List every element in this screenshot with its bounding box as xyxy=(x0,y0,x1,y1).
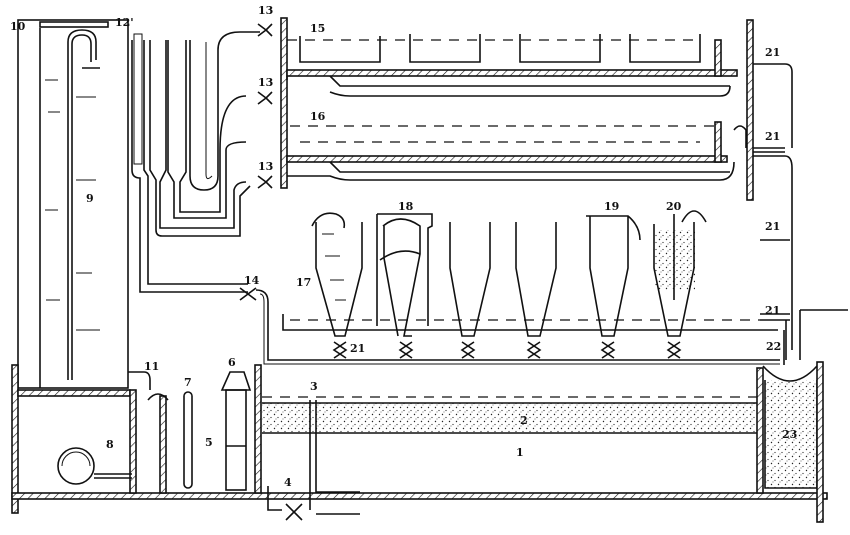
label-15: 15 xyxy=(310,22,325,35)
incubator-row: 17 18 19 20 21 xyxy=(282,200,778,359)
valves-13: 13 13 13 xyxy=(257,4,273,189)
label-10: 10 xyxy=(10,20,26,33)
label-17: 17 xyxy=(296,276,311,289)
label-19: 19 xyxy=(604,200,619,213)
label-8: 8 xyxy=(106,438,114,451)
label-21-a: 21 xyxy=(765,46,780,59)
header-tank xyxy=(17,19,129,389)
label-21-e: 21 xyxy=(350,342,365,355)
label-14: 14 xyxy=(244,274,260,287)
label-2: 2 xyxy=(520,414,528,427)
label-18: 18 xyxy=(398,200,414,213)
label-13-top: 13 xyxy=(258,4,273,17)
label-21-d: 21 xyxy=(765,304,780,317)
label-11: 11 xyxy=(144,360,159,373)
label-12: 12' xyxy=(115,16,134,29)
label-5: 5 xyxy=(205,436,213,449)
label-22: 22 xyxy=(766,340,781,353)
label-20: 20 xyxy=(666,200,682,213)
lower-basin: 8 11 7 5 6 2 1 3 4 23 xyxy=(11,356,828,523)
label-21-c: 21 xyxy=(765,220,780,233)
valve-14: 14 xyxy=(239,274,780,365)
label-9: 9 xyxy=(86,192,94,205)
label-4: 4 xyxy=(284,476,292,489)
label-3: 3 xyxy=(310,380,318,393)
label-6: 6 xyxy=(228,356,236,369)
label-13-bottom: 13 xyxy=(258,160,273,173)
trough-16: 16 xyxy=(286,110,747,181)
label-7: 7 xyxy=(184,376,192,389)
trough-15: 15 xyxy=(286,22,738,97)
label-1: 1 xyxy=(516,446,524,459)
label-21-b: 21 xyxy=(765,130,780,143)
right-drain-column: 21 21 21 21 22 xyxy=(746,19,848,365)
label-13-middle: 13 xyxy=(258,76,273,89)
distribution-manifold: 12' 10 9 xyxy=(10,16,260,293)
label-16: 16 xyxy=(310,110,326,123)
label-23: 23 xyxy=(782,428,797,441)
